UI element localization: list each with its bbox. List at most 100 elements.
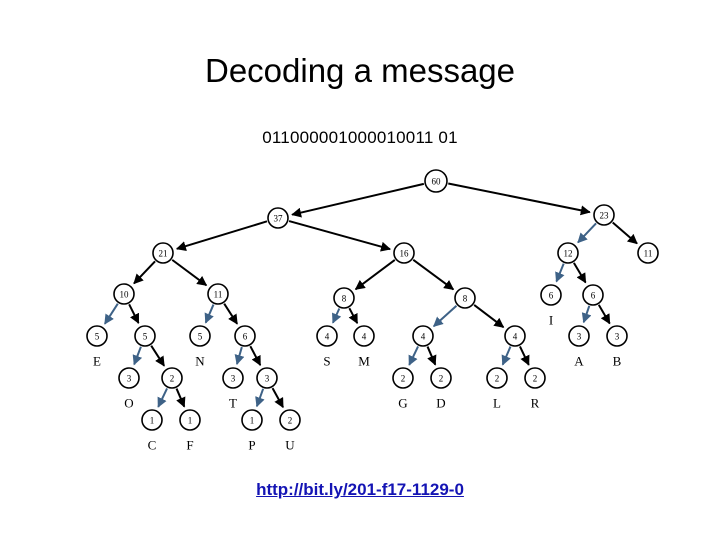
tree-node-weight: 3 [615,332,620,342]
tree-node: 6I [540,284,562,328]
tree-node-weight: 10 [120,290,130,300]
tree-edge [150,345,166,367]
tree-edge [175,388,186,408]
tree-leaf-symbol: U [285,438,295,453]
tree-node-weight: 1 [188,416,193,426]
tree-node-weight: 5 [143,332,148,342]
tree-leaf-symbol: F [186,438,193,453]
tree-node-weight: 3 [127,374,132,384]
tree-node: 5E [86,325,108,369]
tree-node: 5 [134,325,156,347]
tree-edge [412,259,455,291]
tree-leaf-symbol: I [549,313,553,328]
tree-node-circle [333,287,355,309]
tree-node-circle [424,169,448,193]
tree-node: 8 [454,287,476,309]
tree-leaf-symbol: M [358,354,370,369]
tree-edge [573,262,587,284]
tree-leaf-symbol: B [613,354,622,369]
tree-node-circle [524,367,546,389]
tree-node-circle [316,325,338,347]
tree-edge-highlighted [501,346,512,366]
tree-leaf-symbol: A [574,354,584,369]
tree-node-circle [637,242,659,264]
tree-node-circle [393,242,415,264]
tree-edge [223,303,239,325]
tree-node-circle [207,283,229,305]
tree-node-circle [222,367,244,389]
tree-edges [103,182,638,409]
tree-node-weight: 16 [400,249,410,259]
tree-edge-highlighted [581,305,592,324]
tree-node-weight: 37 [274,214,284,224]
tree-edge [473,304,505,329]
tree-node: 37 [267,207,289,229]
tree-node-weight: 2 [533,374,538,384]
tree-node-weight: 23 [600,211,610,221]
tree-node-circle [118,367,140,389]
tree-node: 2G [392,367,414,411]
tree-node-circle [392,367,414,389]
tree-node-circle [152,242,174,264]
tree-leaf-symbol: C [148,438,157,453]
short-url-link[interactable]: http://bit.ly/201-f17-1129-0 [0,480,720,500]
tree-node-circle [504,325,526,347]
tree-node-circle [234,325,256,347]
short-url-anchor[interactable]: http://bit.ly/201-f17-1129-0 [256,480,464,499]
tree-edge [348,307,359,325]
tree-node: 1C [141,409,163,453]
tree-edge [271,387,284,409]
tree-node: 10 [113,283,135,305]
tree-node: 2 [161,367,183,389]
tree-node-weight: 60 [432,177,442,187]
tree-node: 4M [353,325,375,369]
tree-edge-highlighted [234,346,245,366]
tree-node-weight: 1 [150,416,155,426]
tree-node: 2L [486,367,508,411]
tree-node-weight: 4 [513,332,518,342]
tree-node-circle [141,409,163,431]
tree-node: 3T [222,367,244,411]
encoded-bitstring: 011000001000010011 01 [262,128,458,147]
tree-node-weight: 2 [439,374,444,384]
tree-leaf-symbol: P [248,438,255,453]
tree-edge [612,221,638,245]
tree-node-weight: 11 [214,290,223,300]
tree-edge-highlighted [555,263,565,283]
tree-edge-highlighted [204,304,215,324]
tree-node-weight: 1 [250,416,255,426]
tree-node-circle [454,287,476,309]
tree-edge [288,220,391,252]
tree-node-weight: 2 [401,374,406,384]
tree-node: 3O [118,367,140,411]
tree-node-circle [179,409,201,431]
tree-node-weight: 21 [159,249,168,259]
tree-node: 2U [279,409,301,453]
tree-edge [171,259,208,287]
tree-node-weight: 11 [644,249,653,259]
tree-node: 23 [593,204,615,226]
tree-edge-highlighted [157,387,168,408]
tree-node-weight: 2 [495,374,500,384]
tree-node-circle [189,325,211,347]
tree-edge-highlighted [103,303,119,325]
page-title: Decoding a message [204,52,516,89]
tree-node-circle [86,325,108,347]
tree-edge-highlighted [408,345,419,366]
tree-node: 4 [412,325,434,347]
tree-node-circle [134,325,156,347]
tree-node-weight: 4 [362,332,367,342]
tree-edge [426,346,437,366]
tree-node-weight: 3 [231,374,236,384]
tree-node: 2D [430,367,452,411]
tree-node: 4 [504,325,526,347]
tree-node-circle [412,325,434,347]
tree-node-circle [113,283,135,305]
tree-node-circle [353,325,375,347]
tree-leaf-symbol: T [229,396,237,411]
tree-edge [175,220,268,251]
tree-node-circle [582,284,604,306]
